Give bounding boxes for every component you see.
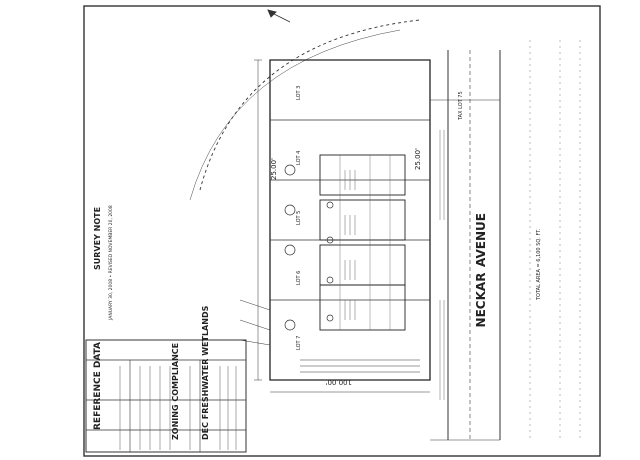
curved-boundary-inner	[189, 29, 401, 201]
survey-title: SURVEY NOTE	[93, 207, 102, 270]
building-footprints	[319, 154, 406, 331]
curved-boundary	[199, 19, 421, 191]
bottom-detail-marks	[239, 299, 420, 373]
dimension-right: 25.00'	[414, 148, 422, 170]
north-arrow-icon	[267, 9, 291, 23]
reference-table	[85, 339, 247, 453]
lot-label-7: LOT 7	[296, 336, 302, 350]
lot-circle-markers	[284, 164, 334, 331]
annotation-text-blocks	[344, 130, 445, 400]
tax-lot-label: TAX LOT 75	[458, 91, 464, 121]
right-dash-lines	[529, 40, 581, 440]
lot-label-3: LOT 3	[296, 86, 302, 100]
lot-label-6: LOT 6	[296, 271, 302, 285]
street-lines	[430, 50, 501, 441]
table-text-lines	[119, 366, 237, 450]
dimension-left: 25.00'	[270, 158, 278, 180]
reference-title: REFERENCE DATA	[93, 342, 103, 430]
footprint-details	[339, 155, 391, 330]
lot-label-5: LOT 5	[296, 211, 302, 225]
street-name-upper: AVENUE	[474, 213, 488, 267]
parcel-outline	[269, 59, 431, 381]
dec-title: DEC FRESHWATER WETLANDS	[201, 305, 210, 440]
survey-line: JANUARY 30, 2008 • REVISED NOVEMBER 20, …	[108, 205, 114, 321]
street-name-lower: NECKAR	[474, 273, 488, 328]
zoning-title: ZONING COMPLIANCE	[171, 343, 180, 440]
dimension-lines	[254, 59, 430, 393]
sheet-border	[83, 5, 601, 457]
lot-label-4: LOT 4	[296, 151, 302, 165]
area-note: TOTAL AREA = 6,100 SQ. FT.	[536, 228, 542, 301]
dimension-bottom: 100.00'	[326, 378, 352, 386]
